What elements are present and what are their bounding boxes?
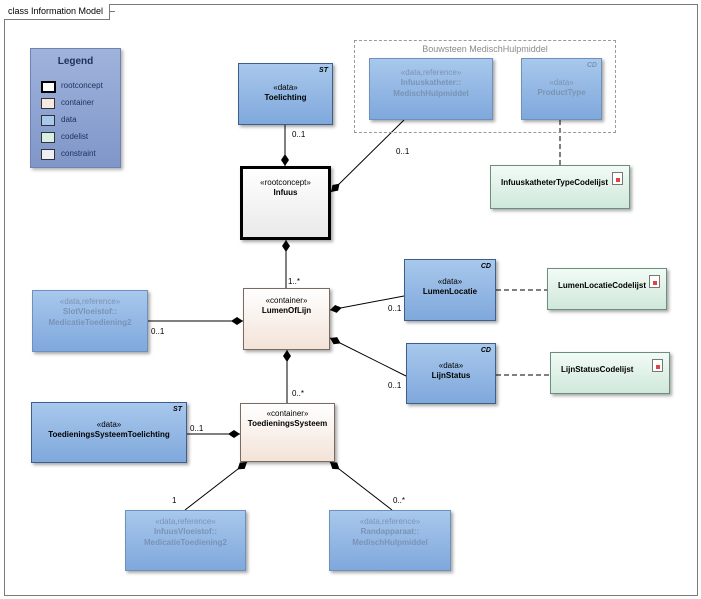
- node-name: InfuuskatheterTypeCodelijst: [501, 178, 608, 187]
- node-lumenoflijn[interactable]: «container» LumenOfLijn: [243, 288, 330, 350]
- node-toedieningssysteem[interactable]: «container» ToedieningsSysteem: [240, 403, 335, 462]
- edge-randapparaat-toedieningssysteem: [329, 461, 393, 511]
- legend: Legend rootconcept container data codeli…: [30, 48, 121, 168]
- node-name: ProductType: [537, 88, 586, 97]
- node-name: LijnStatusCodelijst: [561, 365, 634, 374]
- node-name-line2: MedicatieToediening2: [144, 538, 227, 547]
- node-name: ToedieningsSysteem: [247, 419, 328, 428]
- node-stereotype: «data,reference»: [359, 517, 421, 526]
- multiplicity-lijnstatus: 0..1: [388, 381, 402, 390]
- node-tag: CD: [480, 347, 491, 354]
- node-name: Infuus: [273, 188, 298, 197]
- node-stereotype: «container»: [266, 409, 309, 418]
- node-name: ToedieningsSysteemToelichting: [48, 430, 170, 439]
- node-name: LumenLocatie: [422, 287, 478, 296]
- diagram-title: class Information Model: [4, 4, 111, 20]
- multiplicity-toedieningssysteem-toelichting: 0..1: [190, 424, 204, 433]
- node-randapparaat[interactable]: «data,reference» Randapparaat:: MedischH…: [329, 510, 451, 571]
- node-stereotype: «data»: [437, 277, 463, 286]
- node-tag: ST: [319, 67, 328, 74]
- node-infuusvloeistof[interactable]: «data,reference» InfuusVloeistof:: Medic…: [125, 510, 246, 571]
- node-stereotype: «data»: [438, 361, 464, 370]
- legend-swatch-rootconcept: [41, 81, 56, 93]
- node-tag: CD: [586, 62, 597, 69]
- node-toedieningssysteem-toelichting[interactable]: ST «data» ToedieningsSysteemToelichting: [31, 402, 187, 463]
- node-infuuskatheter[interactable]: «data,reference» Infuuskatheter:: Medisc…: [369, 58, 493, 120]
- edge-lumenlocatie-lumenoflijn: [329, 295, 405, 313]
- multiplicity-randapparaat: 0..*: [393, 496, 406, 505]
- node-stereotype: «data»: [96, 420, 122, 429]
- group-bouwsteen-medischhulpmiddel: Bouwsteen MedischHulpmiddel: [354, 40, 616, 133]
- node-name-line1: SlotVloeistof::: [62, 307, 118, 316]
- edge-lijnstatus-lumenoflijn: [329, 337, 407, 377]
- codelist-icon: [652, 359, 663, 372]
- multiplicity-lumenoflijn: 1..*: [288, 277, 301, 286]
- node-stereotype: «rootconcept»: [260, 178, 311, 187]
- multiplicity-toelichting: 0..1: [292, 130, 306, 139]
- node-infuus[interactable]: «rootconcept» Infuus: [240, 166, 331, 240]
- group-title: Bouwsteen MedischHulpmiddel: [422, 44, 548, 54]
- node-lijnstatus-codelijst[interactable]: LijnStatusCodelijst: [550, 352, 670, 394]
- node-stereotype: «data,reference»: [400, 68, 462, 77]
- legend-swatch-container: [41, 98, 55, 109]
- node-lumenlocatie[interactable]: CD «data» LumenLocatie: [404, 259, 496, 321]
- node-stereotype: «data,reference»: [59, 297, 121, 306]
- node-name: LumenOfLijn: [261, 306, 312, 315]
- node-toelichting[interactable]: ST «data» Toelichting: [238, 63, 333, 125]
- multiplicity-toedieningssysteem: 0..*: [292, 389, 305, 398]
- multiplicity-infuuskatheter: 0..1: [396, 147, 410, 156]
- legend-swatch-data: [41, 115, 55, 126]
- multiplicity-slotvloeistof: 0..1: [151, 327, 165, 336]
- node-stereotype: «data»: [549, 78, 574, 87]
- multiplicity-lumenlocatie: 0..1: [388, 304, 402, 313]
- node-stereotype: «data»: [273, 83, 298, 92]
- node-name: Toelichting: [264, 93, 307, 102]
- node-producttype[interactable]: CD «data» ProductType: [521, 58, 602, 120]
- node-stereotype: «container»: [265, 296, 308, 305]
- node-name-line1: InfuusVloeistof::: [153, 527, 218, 536]
- node-tag: ST: [173, 406, 182, 413]
- node-slotvloeistof[interactable]: «data,reference» SlotVloeistof:: Medicat…: [32, 290, 148, 352]
- codelist-icon: [612, 172, 623, 185]
- node-name: LijnStatus: [431, 371, 471, 380]
- node-name-line2: MedicatieToediening2: [48, 318, 132, 327]
- codelist-icon: [649, 275, 660, 288]
- node-stereotype: «data,reference»: [155, 517, 216, 526]
- multiplicity-infuusvloeistof: 1: [172, 496, 177, 505]
- edge-infuusvloeistof-toedieningssysteem: [184, 461, 248, 511]
- node-name-line1: Infuuskatheter::: [400, 78, 462, 87]
- node-name: LumenLocatieCodelijst: [558, 281, 647, 290]
- node-tag: CD: [480, 263, 491, 270]
- legend-title: Legend: [57, 56, 94, 67]
- node-name-line2: MedischHulpmiddel: [352, 538, 428, 547]
- legend-swatch-constraint: [41, 149, 55, 160]
- node-lumenlocatie-codelijst[interactable]: LumenLocatieCodelijst: [547, 268, 667, 310]
- node-name-line2: MedischHulpmiddel: [393, 89, 469, 98]
- node-infuuskathetertype-codelijst[interactable]: InfuuskatheterTypeCodelijst: [490, 165, 630, 209]
- legend-swatch-codelist: [41, 132, 55, 143]
- node-lijnstatus[interactable]: CD «data» LijnStatus: [406, 343, 496, 404]
- node-name-line1: Randapparaat::: [360, 527, 420, 536]
